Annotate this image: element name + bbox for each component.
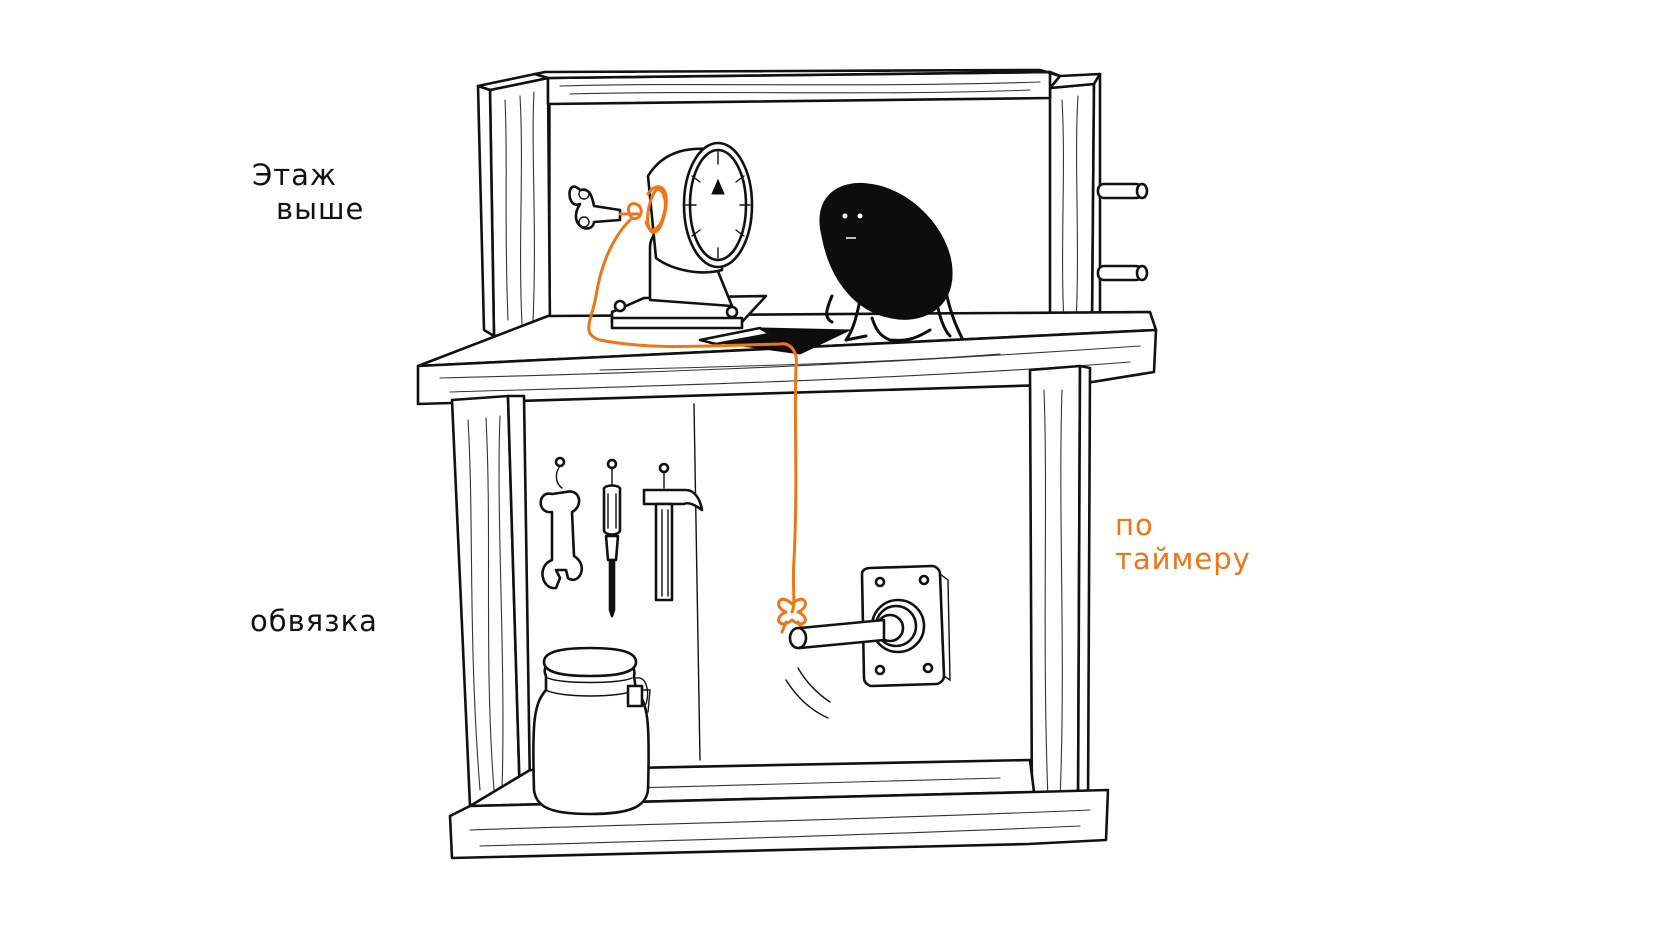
glass-jar-icon	[532, 646, 651, 816]
hammer-icon	[642, 471, 704, 602]
toggle-switch-icon	[785, 564, 951, 719]
middle-shelf-plank	[416, 310, 1158, 406]
top-beam	[533, 68, 1062, 106]
wind-up-timer-icon	[568, 141, 768, 330]
right-lower-post	[1028, 364, 1092, 818]
left-top-post	[476, 72, 552, 338]
binding-label: обвязка	[250, 604, 378, 638]
right-top-post	[1048, 72, 1149, 336]
black-blob-creature-icon	[819, 182, 964, 342]
timer-line-2: таймеру	[1115, 542, 1251, 576]
timer-label: по таймеру	[1115, 508, 1251, 576]
wrench-icon	[539, 465, 584, 590]
floor-above-label: Этаж выше	[252, 158, 364, 226]
binding-line: обвязка	[250, 604, 378, 638]
screwdriver-icon	[602, 467, 622, 618]
timer-line-1: по	[1115, 508, 1154, 542]
left-lower-post	[450, 394, 532, 808]
floor-above-line-1: Этаж	[252, 158, 338, 192]
orange-string-icon	[587, 185, 807, 634]
floor-above-line-2: выше	[276, 192, 365, 226]
